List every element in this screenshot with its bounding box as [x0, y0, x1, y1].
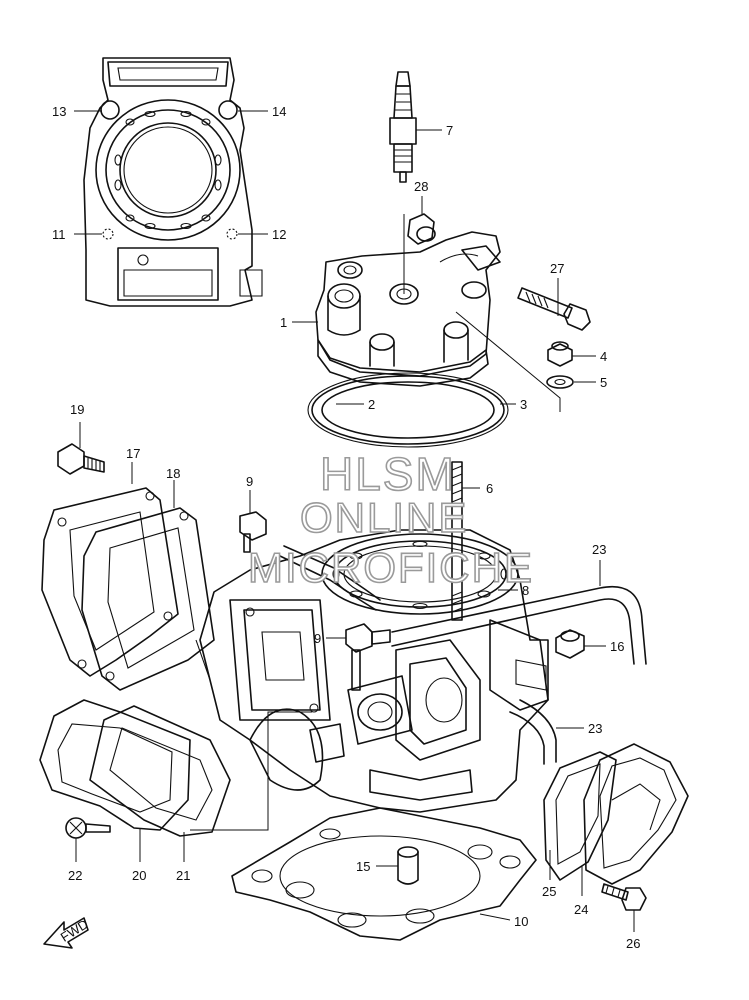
callout-23-lower: 23 [588, 721, 602, 736]
bolt-27 [517, 287, 591, 331]
callout-13: 13 [52, 104, 66, 119]
leader-lines [74, 110, 635, 932]
cylinder-body [195, 529, 549, 813]
callout-1: 1 [280, 315, 287, 330]
callout-labels: 13 14 11 12 7 28 27 1 4 5 2 3 19 17 18 9… [52, 104, 640, 951]
callout-3: 3 [520, 397, 527, 412]
callout-20: 20 [132, 868, 146, 883]
hose-23 [279, 545, 647, 765]
base-gasket [231, 807, 537, 941]
callout-10: 10 [514, 914, 528, 929]
bolt-19 [57, 443, 105, 475]
watermark-line-2: ONLINE [300, 494, 468, 541]
fitting-9-lower [345, 623, 391, 691]
callout-6: 6 [486, 481, 493, 496]
exhaust-cover-18 [81, 507, 215, 691]
callout-25: 25 [542, 884, 556, 899]
spark-plug [389, 71, 417, 183]
callout-4: 4 [600, 349, 607, 364]
callout-12: 12 [272, 227, 286, 242]
washer-nut-28 [407, 213, 436, 245]
watermark-line-3: MICROFICHE [248, 544, 534, 591]
gasket-21 [89, 705, 231, 837]
callout-9-upper: 9 [246, 474, 253, 489]
gasket-20 [39, 699, 191, 831]
fwd-label: FWD [58, 916, 91, 944]
forward-arrow-icon: FWD [43, 916, 91, 949]
callout-22: 22 [68, 868, 82, 883]
callout-2: 2 [368, 397, 375, 412]
watermark-line-1: HLSM [320, 448, 456, 500]
nut-4 [547, 341, 573, 367]
exhaust-gasket-17 [41, 487, 179, 677]
gasket-25 [543, 751, 617, 881]
callout-19: 19 [70, 402, 84, 417]
callout-8: 8 [522, 583, 529, 598]
callout-17: 17 [126, 446, 140, 461]
callout-28: 28 [414, 179, 428, 194]
callout-11: 11 [52, 227, 66, 242]
callout-7: 7 [446, 123, 453, 138]
head-gasket [307, 372, 509, 448]
cover-24 [583, 743, 689, 885]
callout-21: 21 [176, 868, 190, 883]
washer-5 [546, 375, 574, 389]
callout-15: 15 [356, 859, 370, 874]
callout-24: 24 [574, 902, 588, 917]
callout-27: 27 [550, 261, 564, 276]
callout-9-lower: 9 [314, 631, 321, 646]
callout-16: 16 [610, 639, 624, 654]
screw-22 [65, 817, 111, 839]
callout-14: 14 [272, 104, 286, 119]
bolt-26 [601, 883, 647, 911]
cylinder-head [315, 231, 501, 387]
nut-16 [555, 629, 585, 659]
fitting-9-upper [239, 511, 267, 553]
watermark: HLSM ONLINE MICROFICHE [247, 447, 534, 592]
callout-18: 18 [166, 466, 180, 481]
stud-bolt [451, 461, 463, 621]
callout-5: 5 [600, 375, 607, 390]
dowel-pin [397, 846, 419, 885]
callout-26: 26 [626, 936, 640, 951]
cylinder-top-view-inset [83, 57, 263, 307]
callout-23-upper: 23 [592, 542, 606, 557]
